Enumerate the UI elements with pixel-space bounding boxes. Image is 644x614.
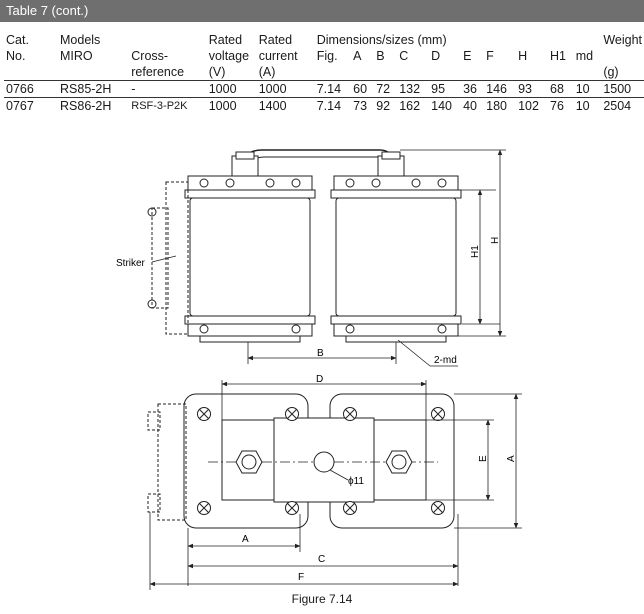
dim-a-right-label: A: [506, 455, 517, 462]
header-models: Models: [60, 33, 101, 47]
cell-f: 146: [484, 80, 517, 98]
header-rated-voltage: Rated: [208, 33, 243, 47]
header-current: current: [258, 49, 298, 63]
dim-e-label: E: [478, 455, 489, 462]
cell-crossref: RSF-3-P2K: [129, 97, 207, 114]
cell-h1: 68: [548, 80, 574, 98]
table-row: 0766 RS85-2H - 1000 1000 7.14 60 72 132 …: [4, 80, 644, 98]
header-miro: MIRO: [60, 49, 93, 63]
header-md: md: [575, 49, 594, 63]
striker-leader: [151, 255, 177, 263]
table-banner: Table 7 (cont.): [0, 0, 644, 22]
cell-fig: 7.14: [314, 80, 352, 98]
cell-weight: 2504: [601, 97, 644, 114]
header-row-1: Cat. Models Rated Rated Dimensions/sizes…: [4, 32, 644, 48]
figure-caption: Figure 7.14: [291, 592, 353, 606]
cell-cat: 0767: [4, 97, 58, 114]
spec-table: Cat. Models Rated Rated Dimensions/sizes…: [4, 32, 644, 114]
header-weight: Weight: [603, 33, 642, 47]
header-c: C: [399, 49, 409, 63]
table-row: 0767 RS86-2H RSF-3-P2K 1000 1400 7.14 73…: [4, 97, 644, 114]
cell-a: 60: [351, 80, 375, 98]
phi-leader: [329, 469, 349, 481]
cell-h1: 76: [548, 97, 574, 114]
cell-crossref: -: [129, 80, 207, 98]
dim-phi-label: ϕ11: [348, 476, 364, 487]
cell-current: 1400: [256, 97, 315, 114]
striker-label: Striker: [116, 258, 146, 269]
header-h: H: [518, 49, 528, 63]
cell-h: 93: [516, 80, 549, 98]
dim-h1-label: H1: [470, 245, 481, 258]
cell-e: 36: [461, 80, 485, 98]
cell-voltage: 1000: [206, 80, 257, 98]
top-view: [147, 393, 455, 529]
cell-b: 72: [374, 80, 398, 98]
header-rated-current: Rated: [258, 33, 293, 47]
cell-d: 140: [429, 97, 462, 114]
table-title: Table 7 (cont.): [6, 3, 89, 18]
cell-f: 180: [484, 97, 517, 114]
header-crossref: Cross-: [131, 49, 169, 63]
dim-md-label: 2-md: [434, 355, 457, 366]
cell-voltage: 1000: [206, 97, 257, 114]
header-h1: H1: [550, 49, 567, 63]
cell-h: 102: [516, 97, 549, 114]
dim-f-label: F: [298, 572, 304, 583]
cell-miro: RS86-2H: [58, 97, 130, 114]
cell-miro: RS85-2H: [58, 80, 130, 98]
header-f: F: [486, 49, 494, 63]
cell-c: 132: [397, 80, 430, 98]
header-row-3: reference (V) (A) (g): [4, 64, 644, 81]
cell-a: 73: [351, 97, 375, 114]
header-reference: reference: [131, 65, 185, 79]
header-current-unit: (A): [258, 65, 276, 79]
cell-fig: 7.14: [314, 97, 352, 114]
side-view: [147, 149, 462, 343]
header-voltage-unit: (V): [208, 65, 226, 79]
cell-b: 92: [374, 97, 398, 114]
dim-c-label: C: [318, 554, 325, 565]
header-a: A: [353, 49, 362, 63]
header-row-2: No. MIRO Cross- voltage current Fig. A B…: [4, 48, 644, 64]
header-voltage: voltage: [208, 49, 250, 63]
cell-current: 1000: [256, 80, 315, 98]
header-no: No.: [6, 49, 26, 63]
header-b: B: [376, 49, 385, 63]
dim-a-bottom-label: A: [242, 534, 249, 545]
cell-c: 162: [397, 97, 430, 114]
cell-md: 10: [573, 97, 602, 114]
cell-d: 95: [429, 80, 462, 98]
header-weight-unit: (g): [603, 65, 619, 79]
cell-cat: 0766: [4, 80, 58, 98]
cell-weight: 1500: [601, 80, 644, 98]
dim-h-label: H: [490, 237, 501, 244]
cell-md: 10: [573, 80, 602, 98]
header-fig: Fig.: [316, 49, 338, 63]
header-d: D: [431, 49, 441, 63]
header-dimensions: Dimensions/sizes (mm): [316, 33, 447, 47]
header-e: E: [463, 49, 472, 63]
header-cat: Cat.: [6, 33, 29, 47]
dim-b-label: B: [317, 348, 324, 359]
cell-e: 40: [461, 97, 485, 114]
dim-d-label: D: [316, 374, 323, 385]
